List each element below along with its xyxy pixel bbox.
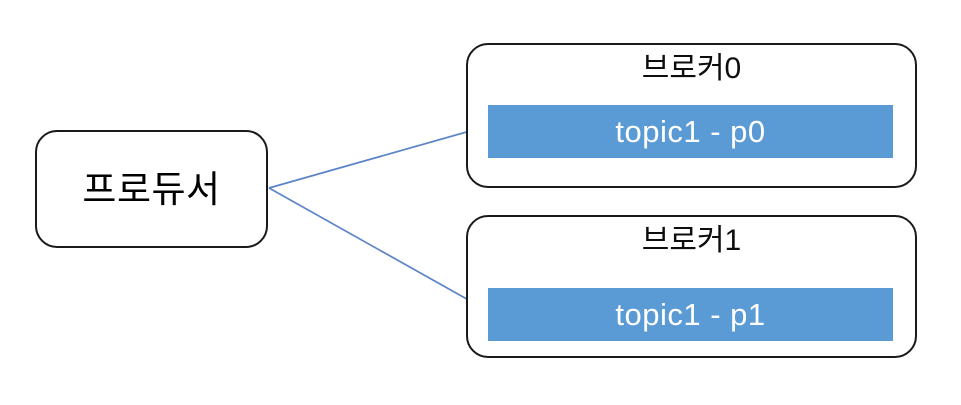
connector-producer-to-broker0 — [268, 125, 485, 189]
broker-title-0: 브로커0 — [641, 52, 742, 85]
partition-label-topic1-p0: topic1 - p0 — [615, 114, 766, 149]
partition-bar-topic1-p1[interactable]: topic1 - p1 — [488, 288, 893, 341]
producer-node[interactable]: 프로듀서 — [35, 130, 268, 248]
broker-node-1[interactable]: 브로커1 topic1 - p1 — [466, 215, 917, 358]
partition-bar-topic1-p0[interactable]: topic1 - p0 — [488, 105, 893, 158]
producer-label: 프로듀서 — [82, 168, 221, 210]
broker-title-1: 브로커1 — [641, 224, 742, 257]
partition-label-topic1-p1: topic1 - p1 — [615, 297, 766, 332]
connector-producer-to-broker1 — [268, 187, 482, 308]
broker-node-0[interactable]: 브로커0 topic1 - p0 — [466, 43, 917, 188]
